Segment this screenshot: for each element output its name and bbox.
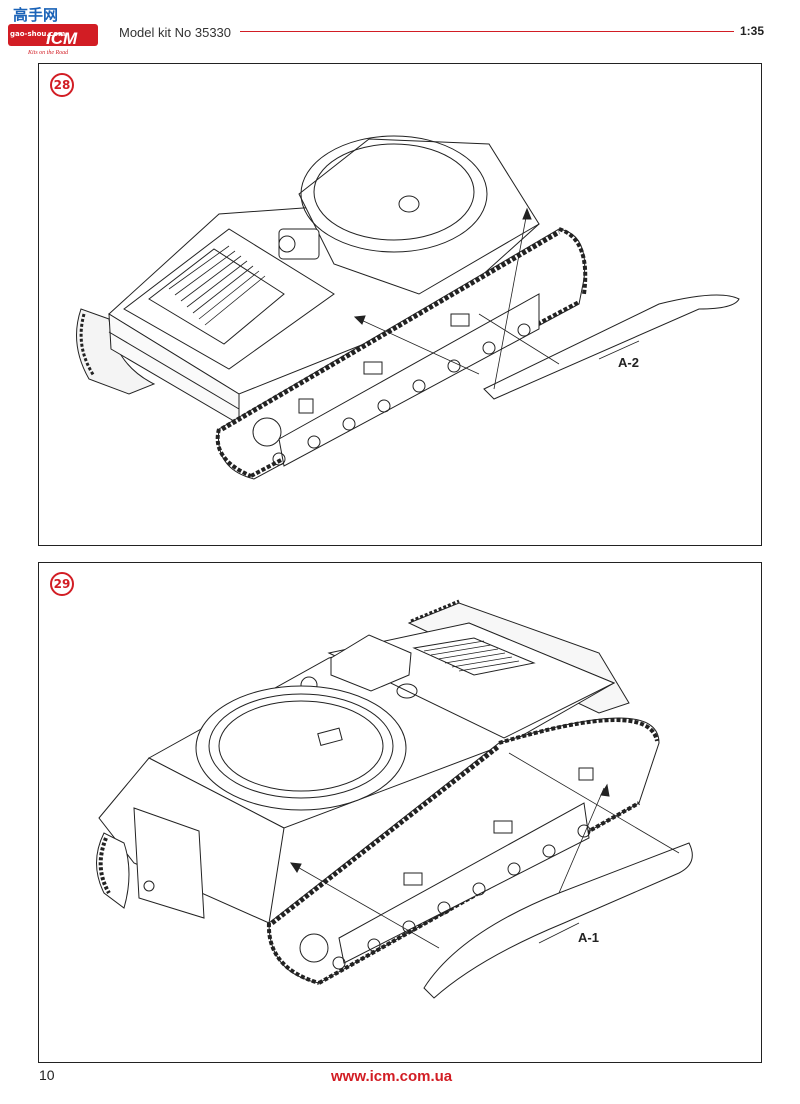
part-label-a1: A-1 <box>578 930 599 945</box>
part-label-a2: A-2 <box>618 355 639 370</box>
header-rule <box>240 31 734 32</box>
logo-top-text: 高手网 <box>13 6 58 24</box>
page-number: 10 <box>39 1067 55 1083</box>
step-29-panel: 29 <box>38 562 762 1063</box>
step-28-badge: 28 <box>50 73 74 97</box>
scale-label: 1:35 <box>740 24 765 38</box>
icm-logo: 高手网 gao-shou.com ICM Kits on the Road <box>6 4 102 56</box>
step-29-badge: 29 <box>50 572 74 596</box>
model-kit-number: Model kit No 35330 <box>119 25 232 40</box>
logo-brand-text: ICM <box>46 29 78 48</box>
step-29-tank-drawing <box>39 563 760 1061</box>
logo-site-text: gao-shou.com <box>10 30 65 38</box>
logo-tagline-text: Kits on the Road <box>27 50 69 56</box>
step-28-panel: 28 <box>38 63 762 546</box>
website-link[interactable]: www.icm.com.ua <box>331 1068 453 1085</box>
step-28-tank-drawing <box>39 64 760 544</box>
